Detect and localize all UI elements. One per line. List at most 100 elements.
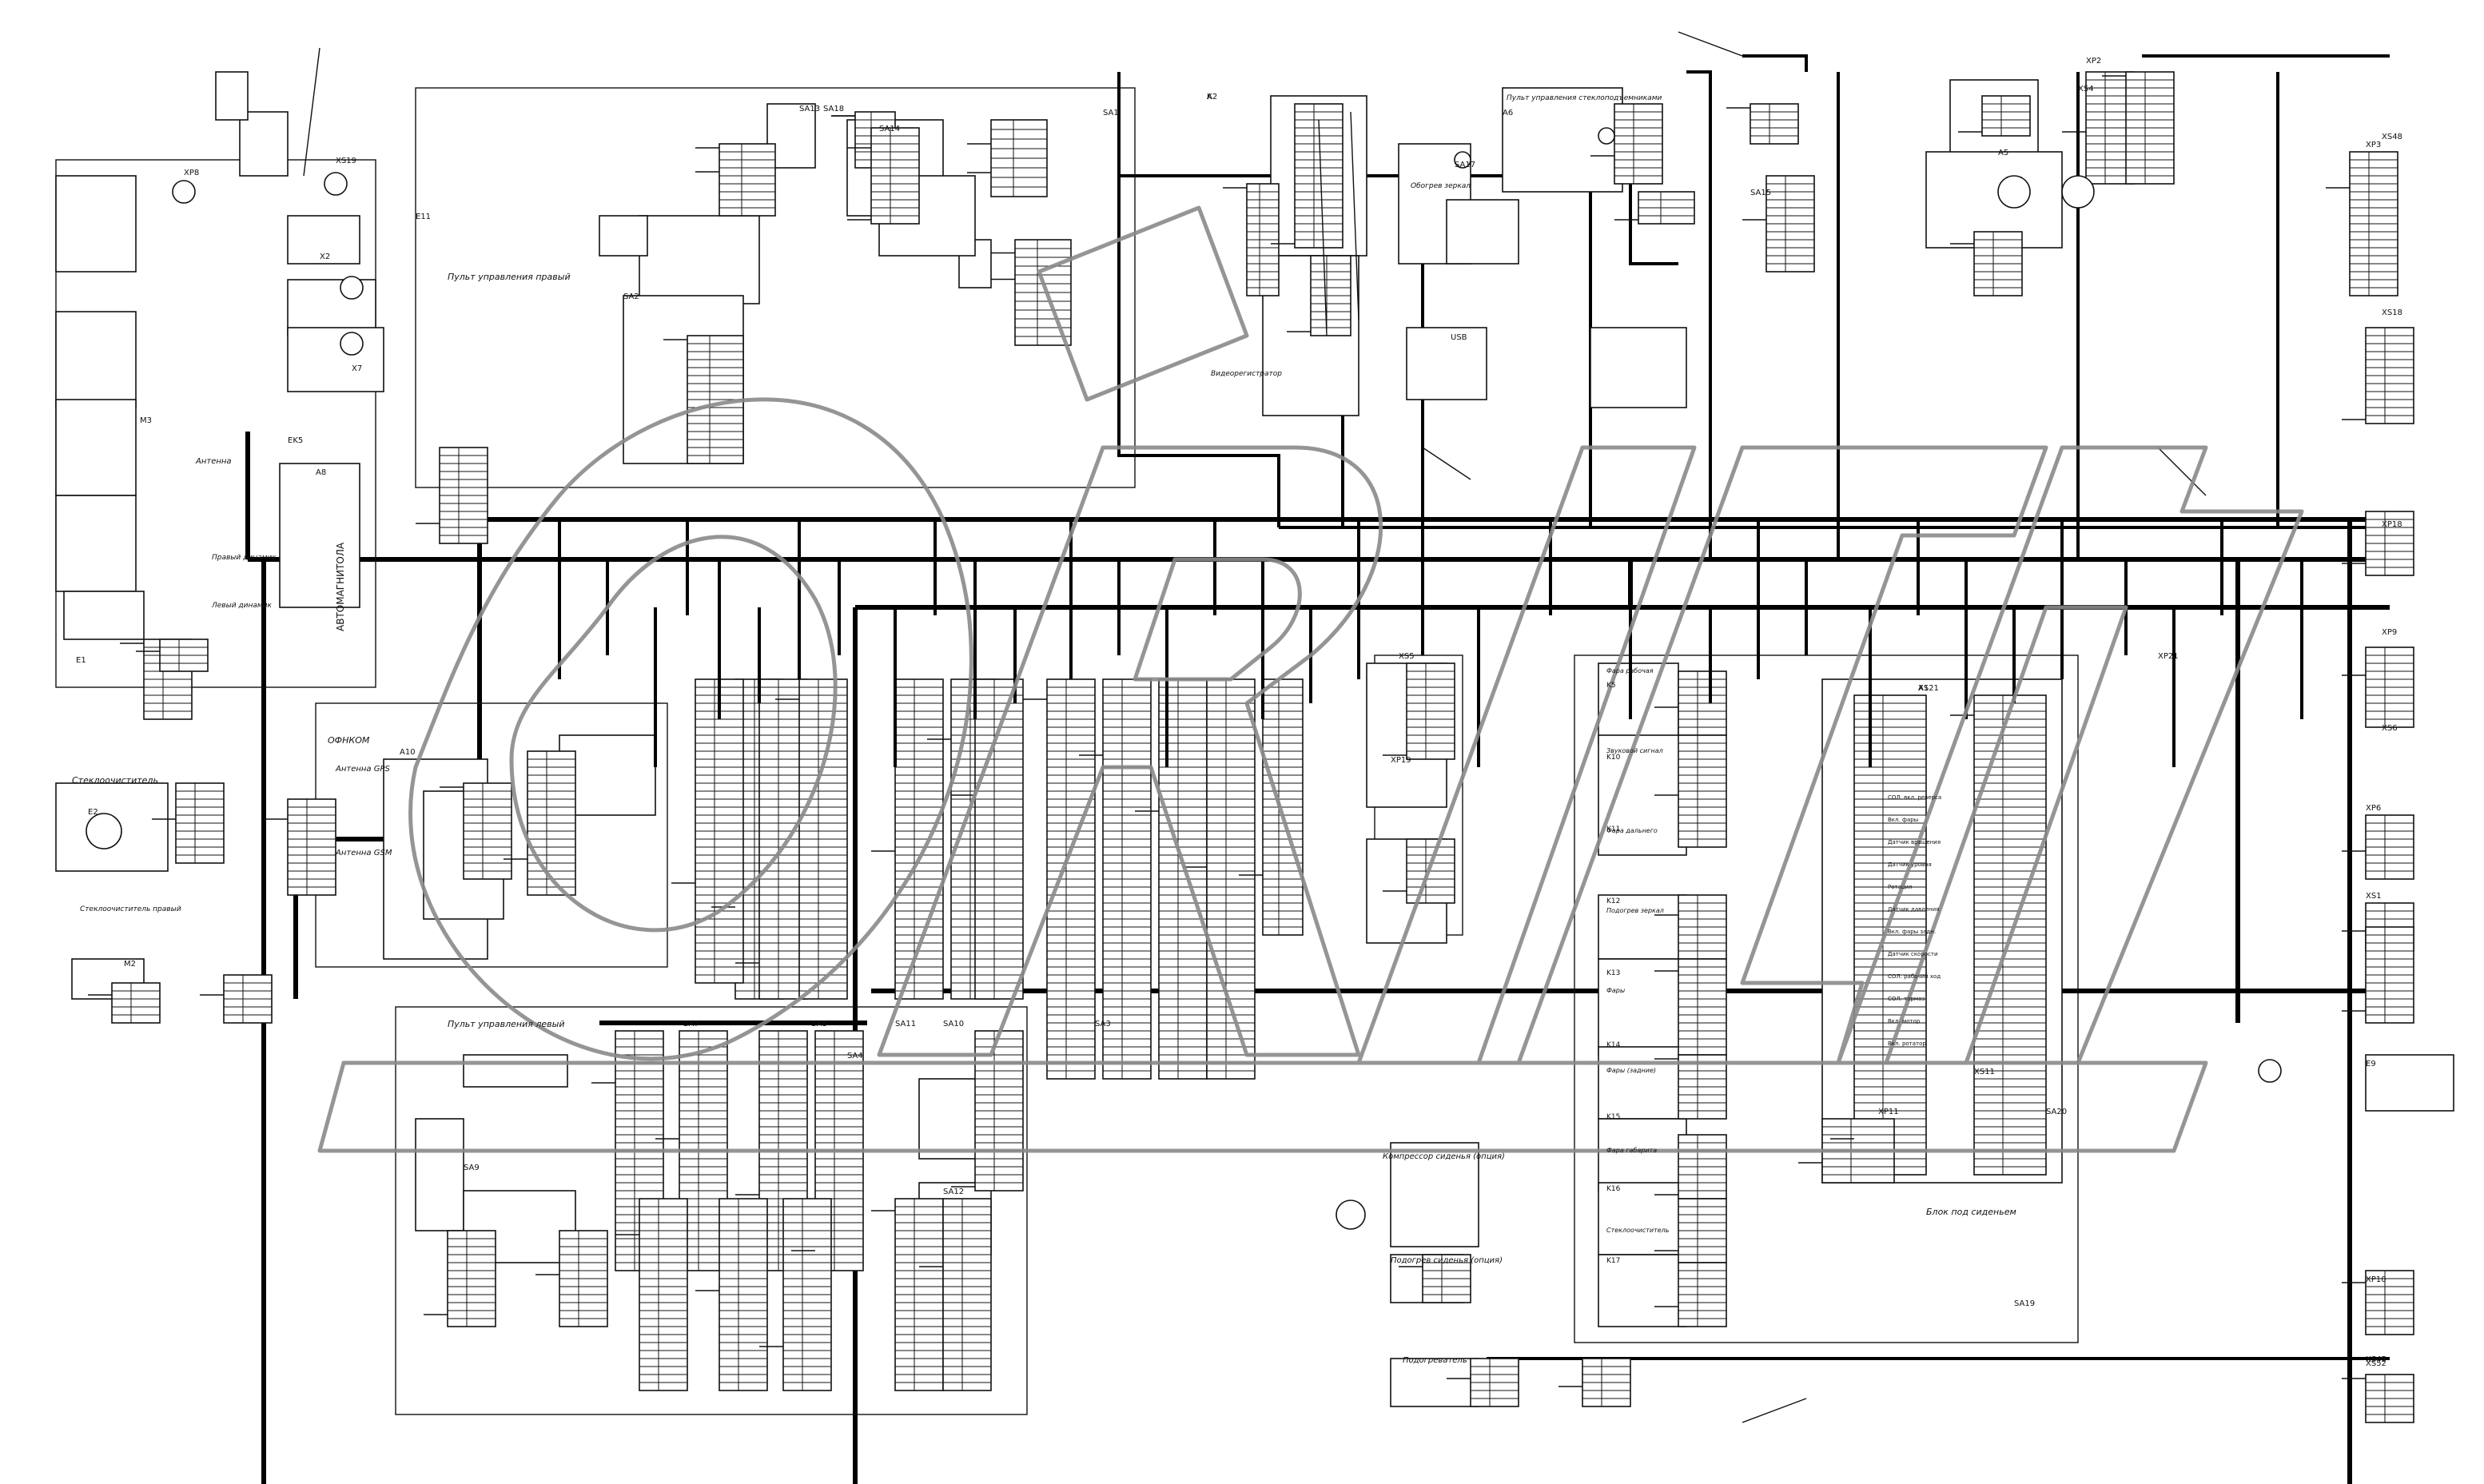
module-a2: A2 (1207, 93, 1217, 101)
terminal-strip (447, 1230, 496, 1327)
device-symbol (1997, 175, 2031, 209)
leader-line (2157, 447, 2207, 496)
a1-row-caption: Вкл. ротатор (1888, 1040, 1926, 1047)
module-sa17: SA17 (1455, 161, 1475, 169)
right-speaker-label: Правый динамик (212, 554, 277, 562)
left-panel-title: Пульт управления левый (448, 1019, 564, 1029)
module-xp10: XP10 (2366, 1275, 2386, 1284)
a1-row-caption: Датчик уровня (1888, 861, 1932, 868)
terminal-strip (2365, 1270, 2414, 1335)
terminal-strip (2125, 71, 2175, 185)
module-xp19: XP19 (1391, 756, 1411, 765)
seat-row-caption: Звуковой сигнал (1606, 747, 1663, 754)
seat-block-title: Блок под сиденьем (1926, 1207, 2016, 1217)
module-a6: A6 (1503, 109, 1513, 117)
auto-radio-label: АВТОМАГНИТОЛА (335, 542, 346, 631)
terminal-strip (695, 678, 744, 984)
module-sa15: SA15 (1750, 189, 1771, 197)
terminal-strip (1750, 103, 1799, 145)
terminal-strip (1678, 1262, 1727, 1327)
terminal-strip (1582, 1358, 1631, 1407)
left-speaker-label: Левый динамик (211, 602, 273, 610)
terminal-strip (2365, 926, 2414, 1024)
terminal-strip (1422, 1254, 1471, 1303)
terminal-strip (1294, 103, 1344, 249)
leader-line (303, 47, 320, 177)
a1-row-caption: Вкл. фары задн. (1888, 929, 1936, 935)
relay-label: K12 (1606, 897, 1620, 905)
terminal-strip (1614, 103, 1663, 185)
terminal-strip (1406, 838, 1455, 904)
module-k: K (1207, 93, 1212, 101)
terminal-strip (990, 119, 1048, 197)
labels: Пульт управления правый Пульт управления… (72, 94, 2016, 1365)
terminal-strip (1310, 255, 1351, 336)
module-xs6: XS6 (2382, 724, 2398, 733)
device-symbol (324, 172, 348, 196)
module-sa20: SA20 (2046, 1108, 2067, 1116)
terminal-strip (1981, 95, 2031, 137)
terminal-strip (870, 127, 920, 225)
module-sa9: SA9 (464, 1164, 480, 1172)
wiper-subtitle: Стеклоочиститель правый (80, 905, 181, 913)
terminal-strip (942, 1198, 992, 1391)
module-xs21: XS21 (1918, 684, 1939, 693)
a1-row-caption: СОЛ. тормоз (1888, 996, 1925, 1002)
leader-line (1742, 1398, 1807, 1423)
module-sa10: SA10 (943, 1020, 964, 1028)
module-sa3: SA3 (1095, 1020, 1111, 1028)
terminal-strip (559, 1230, 608, 1327)
leader-line (1422, 447, 1471, 480)
module-sa18: SA18 (823, 105, 844, 113)
terminal-strip (223, 974, 273, 1024)
terminal-strip (1638, 191, 1695, 225)
seat-row-caption: Фара габарита (1606, 1147, 1657, 1154)
terminal-strip (1678, 958, 1727, 1056)
module-sa4: SA4 (847, 1052, 863, 1060)
usb-label: USB (1451, 333, 1467, 342)
a1-row-caption: Датчик скорости (1888, 951, 1938, 957)
antenna-label: Антенна (195, 457, 232, 466)
terminal-strip (439, 447, 488, 544)
seat-row-caption: Фары (1606, 987, 1625, 994)
a1-row-caption: Вкл. фары (1888, 817, 1918, 823)
a1-row-caption: Вкл. мотор (1888, 1018, 1921, 1024)
terminal-strip (719, 1198, 768, 1391)
module-xp21: XP21 (2158, 652, 2179, 661)
terminal-strip (687, 335, 744, 464)
terminal-strip (639, 1198, 688, 1391)
terminal-strip (159, 639, 209, 672)
terminal-strip (287, 798, 336, 896)
module-sa13: SA13 (799, 105, 820, 113)
module-xs1: XS1 (2366, 892, 2382, 901)
terminal-strip (2365, 647, 2414, 728)
seat-row-caption: Стеклоочиститель (1606, 1227, 1670, 1234)
module-xs48: XS48 (2382, 133, 2402, 141)
terminal-strip (719, 143, 776, 217)
terminal-strip (1102, 678, 1152, 1080)
device-symbol (340, 332, 364, 356)
module-e11: E11 (416, 213, 431, 221)
heater-label: Подогреватель (1403, 1356, 1467, 1365)
module-xs45: XS45 (2366, 1355, 2386, 1364)
gps-label: Антенна GPS (335, 765, 391, 774)
a1-row-caption: Датчик давления (1888, 906, 1939, 913)
compressor-label: Компрессор сиденья (опция) (1383, 1152, 1505, 1161)
terminal-strip (2365, 327, 2414, 424)
terminal-strip (1246, 183, 1280, 296)
a1-row-caption: СОЛ. вкл. реверса (1888, 794, 1941, 801)
leader-line (1678, 31, 1743, 57)
module-sa19: SA19 (2014, 1299, 2035, 1308)
module-e1: E1 (76, 656, 86, 665)
module-xp9: XP9 (2382, 628, 2397, 637)
relay-label: K10 (1606, 754, 1621, 762)
module-x7: X7 (352, 364, 362, 373)
leader-line (1350, 111, 1359, 320)
module-sa14: SA14 (879, 125, 900, 133)
module-x2: X2 (320, 253, 330, 261)
relay-label: K11 (1606, 826, 1620, 834)
terminal-strip (1678, 1054, 1727, 1120)
ofnkom-title: ОФНКОМ (328, 735, 370, 746)
relay-label: K16 (1606, 1185, 1621, 1193)
